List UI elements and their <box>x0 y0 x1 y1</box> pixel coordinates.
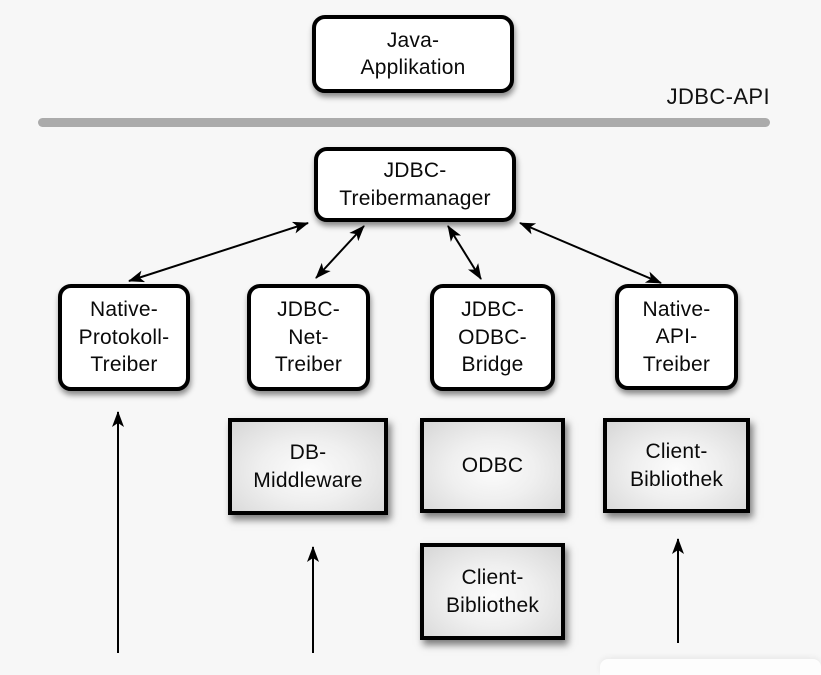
node-label-line: Client- <box>461 566 524 589</box>
node-label-line: Net- <box>288 325 329 349</box>
node-db-middleware: DB- Middleware <box>228 418 388 515</box>
node-label-line: JDBC- <box>461 298 524 322</box>
node-label-line: Bibliothek <box>629 467 724 491</box>
node-label-line: DB- <box>289 441 327 464</box>
arrow-treibermanager-jdbc-odbc <box>447 225 482 280</box>
partial-box-bottom-right <box>600 659 821 675</box>
node-client-bibliothek-odbc: Client- Bibliothek <box>420 543 565 640</box>
node-native-api-treiber: Native- API- Treiber <box>615 284 738 390</box>
node-label-line: Java- <box>386 28 440 52</box>
node-label-line: Middleware <box>253 468 363 492</box>
node-odbc: ODBC <box>420 418 565 513</box>
node-label-line: ODBC <box>461 453 524 477</box>
node-java-applikation: Java- Applikation <box>312 15 514 93</box>
node-label-line: Bibliothek <box>445 593 540 617</box>
node-jdbc-odbc-bridge: JDBC- ODBC- Bridge <box>430 284 555 391</box>
node-label-line: Treiber <box>90 353 158 377</box>
node-native-protokoll-treiber: Native- Protokoll- Treiber <box>58 284 190 391</box>
node-label-line: Native- <box>90 298 158 322</box>
node-label-line: Treiber <box>274 353 343 377</box>
node-label-line: JDBC- <box>383 159 447 182</box>
arrow-treibermanager-native-protokoll <box>128 221 309 283</box>
jdbc-api-divider-line <box>38 118 770 127</box>
jdbc-api-label: JDBC-API <box>666 84 770 109</box>
node-label-line: API- <box>655 325 698 349</box>
arrow-treibermanager-jdbc-net <box>315 225 365 279</box>
node-label-line: Bridge <box>461 353 524 377</box>
arrow-treibermanager-native-api <box>519 222 662 284</box>
node-jdbc-net-treiber: JDBC- Net- Treiber <box>247 284 370 391</box>
node-jdbc-treibermanager: JDBC- Treibermanager <box>314 147 516 222</box>
node-label-line: Treiber <box>642 352 711 376</box>
node-label-line: Protokoll- <box>78 325 170 349</box>
node-label-line: JDBC- <box>277 298 340 322</box>
node-client-bibliothek-right: Client- Bibliothek <box>603 418 750 513</box>
node-label-line: ODBC- <box>458 325 527 349</box>
node-label-line: Client- <box>645 440 708 463</box>
node-label-line: Native- <box>642 297 711 321</box>
node-label-line: Applikation <box>360 56 466 79</box>
node-label-line: Treibermanager <box>339 186 491 210</box>
